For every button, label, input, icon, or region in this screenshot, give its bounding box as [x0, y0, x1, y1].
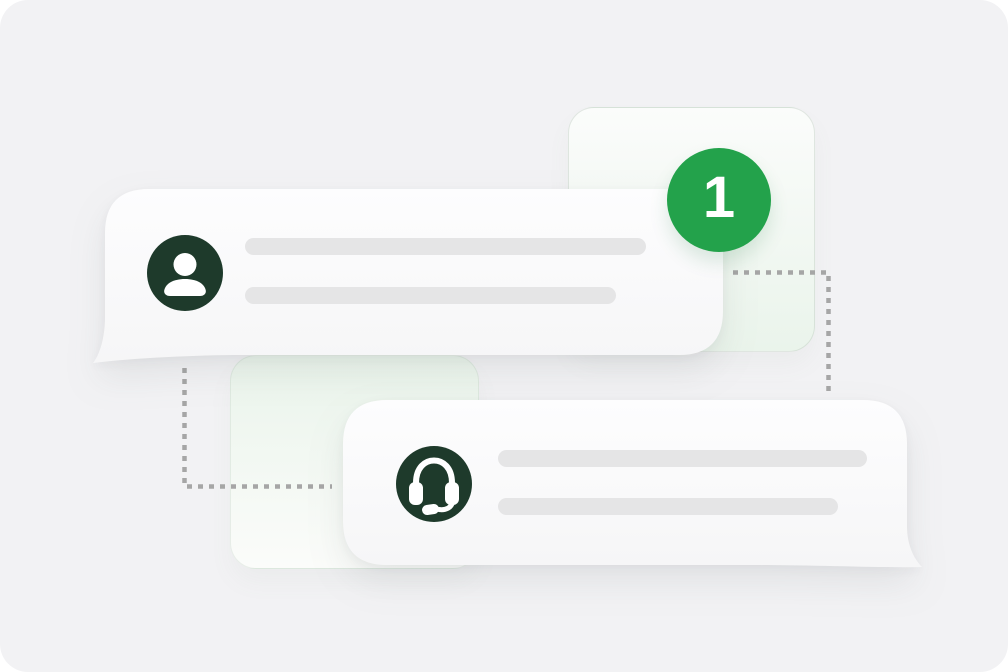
customer-message-bubble [93, 189, 723, 363]
agent-avatar [396, 446, 472, 522]
person-icon [164, 253, 206, 296]
connector-left-l-shape [182, 368, 332, 489]
message-line-placeholder [498, 498, 838, 515]
unread-count-badge: 1 [667, 148, 771, 252]
message-line-placeholder [245, 287, 616, 304]
badge-count: 1 [702, 165, 736, 230]
connector-right-l-shape [733, 270, 831, 393]
headset-icon [409, 457, 459, 515]
message-line-placeholder [498, 450, 867, 467]
customer-avatar [147, 235, 223, 311]
speech-bubble-shape [93, 189, 723, 363]
message-line-placeholder [245, 238, 646, 255]
speech-bubble-shape [343, 400, 922, 568]
agent-message-bubble [343, 400, 923, 568]
